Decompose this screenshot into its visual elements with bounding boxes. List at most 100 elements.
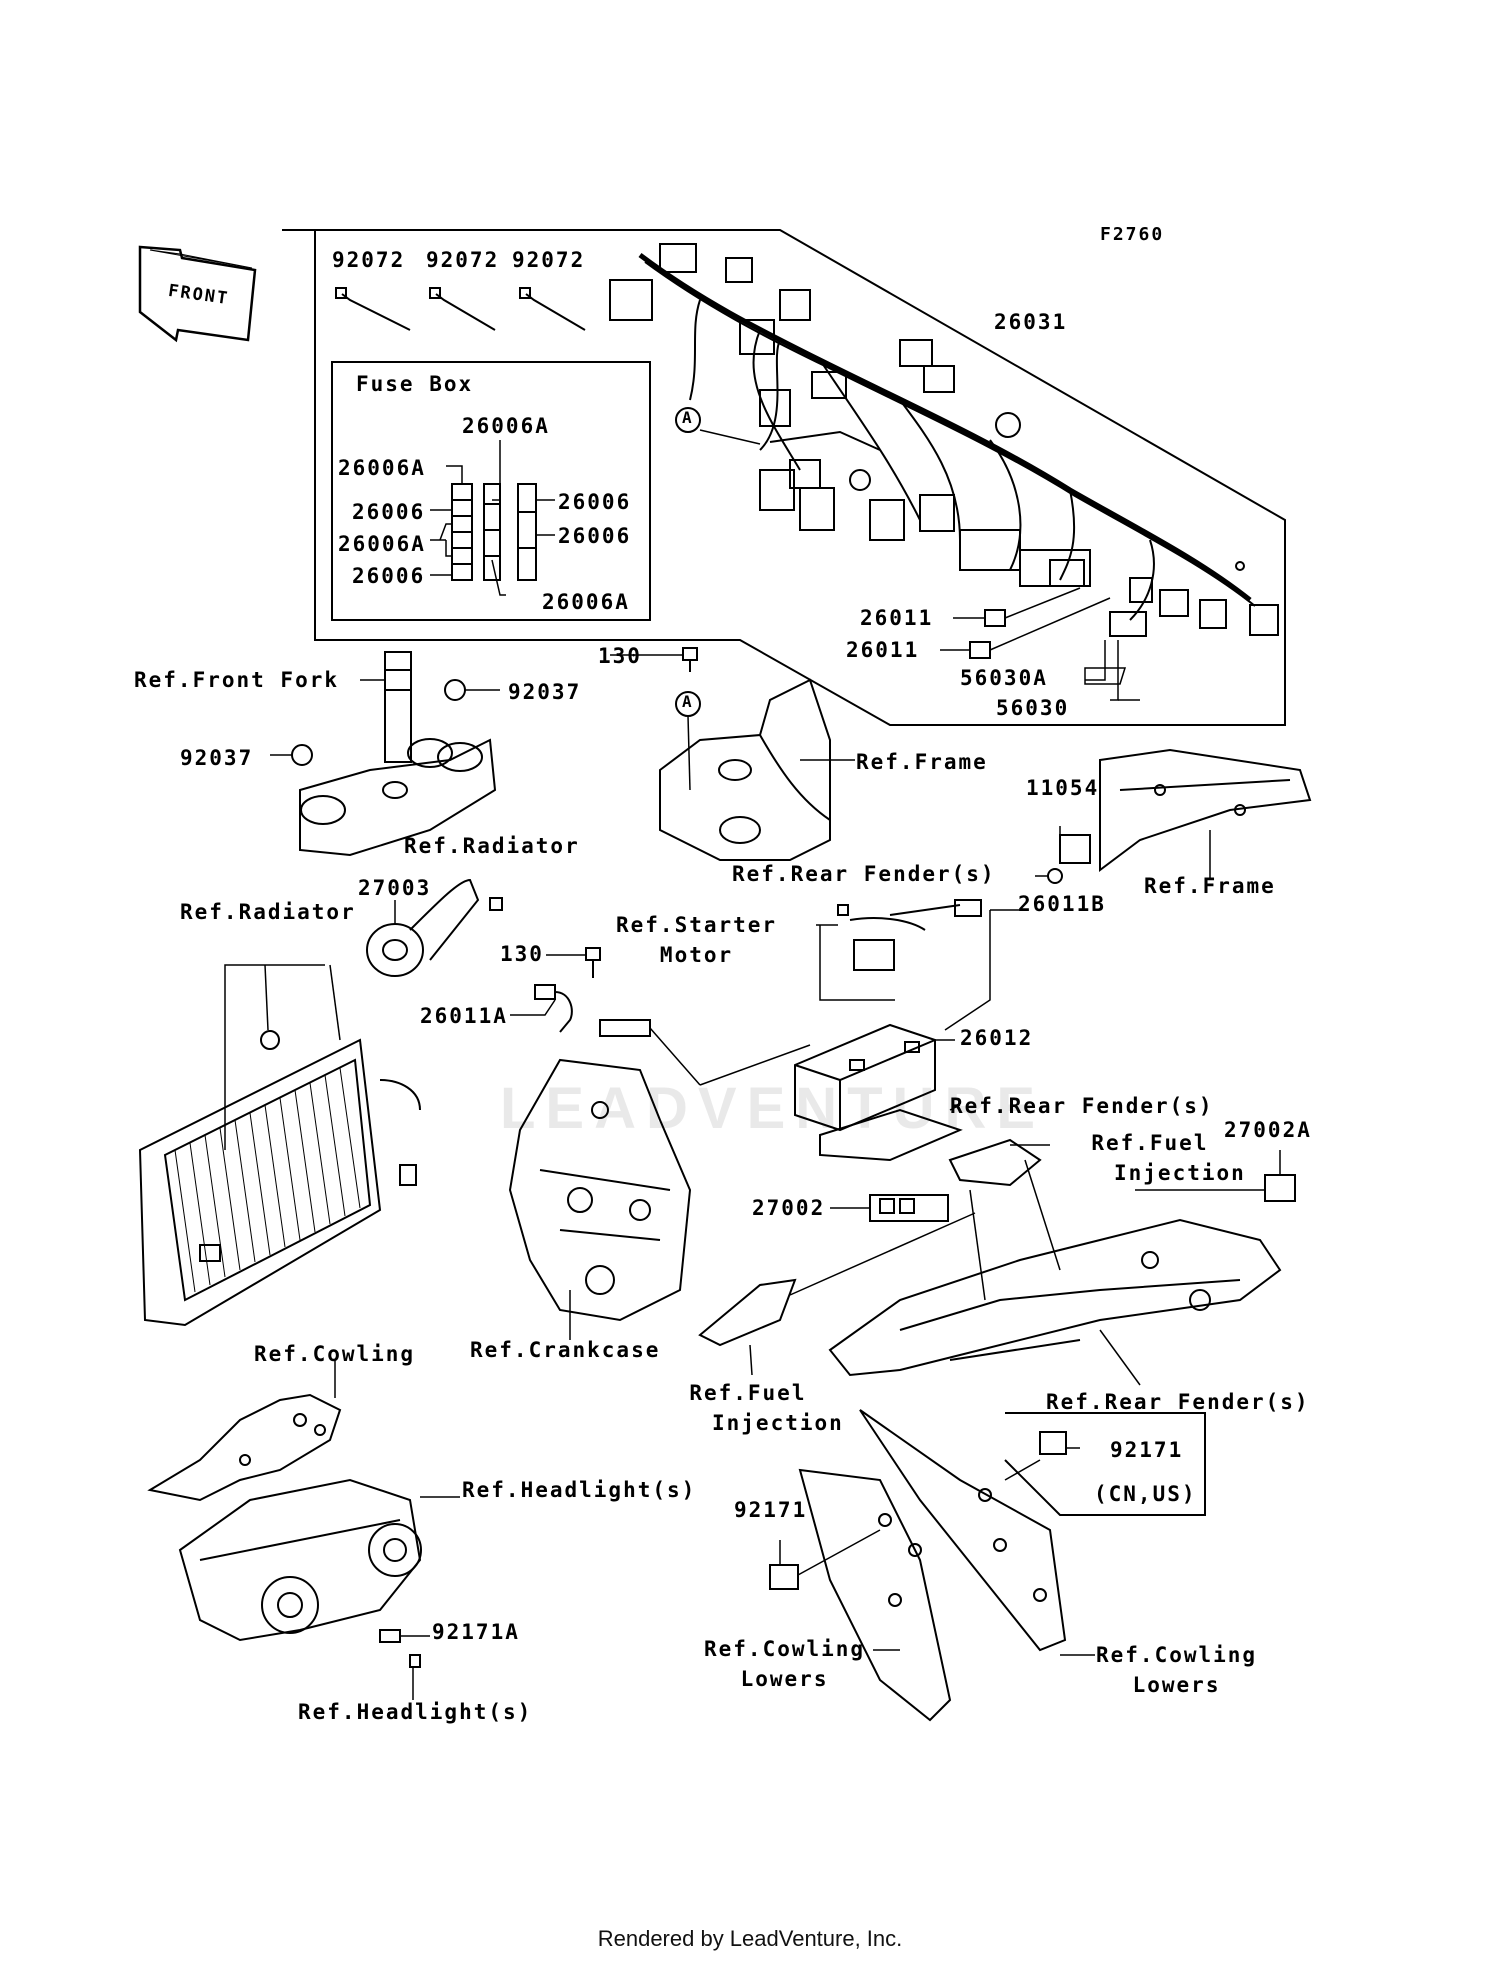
fuse-label: 26006A	[462, 414, 550, 438]
callout-26011: 26011	[860, 606, 934, 630]
callout-130: 130	[598, 644, 642, 668]
steering-stem	[299, 651, 497, 857]
battery-26012-icon	[794, 1023, 936, 1132]
starter-relay-26011b-icon	[837, 899, 982, 971]
radiator	[138, 1038, 421, 1327]
ref-frame: Ref.Frame	[1144, 874, 1276, 898]
ref-cowling-lowers: Ref.Cowling Lowers	[1096, 1640, 1257, 1700]
ref-rear-fender: Ref.Rear Fender(s)	[732, 862, 996, 886]
callout-26031: 26031	[994, 310, 1068, 334]
clip-92171a-icon	[379, 1629, 401, 1643]
ref-cowling: Ref.Cowling	[254, 1342, 416, 1366]
fuel-injection-line-1: Ref.Fuel	[689, 1381, 807, 1405]
callout-92171: 92171	[1110, 1438, 1184, 1462]
watermark: LEADVENTURE	[500, 1076, 1046, 1141]
bolt-130-icon	[585, 947, 601, 978]
headlight-assembly	[178, 1478, 422, 1642]
battery-tray	[819, 1108, 963, 1162]
ref-crankcase: Ref.Crankcase	[470, 1338, 661, 1362]
ref-radiator: Ref.Radiator	[180, 900, 356, 924]
fuse-box-title: Fuse Box	[356, 372, 474, 396]
bolt-130-icon	[682, 647, 698, 672]
clip-92171-icon	[769, 1564, 799, 1590]
harness-outline	[282, 229, 1286, 726]
ecu-27002-icon	[869, 1194, 949, 1222]
ref-rear-fender: Ref.Rear Fender(s)	[1046, 1390, 1310, 1414]
callout-56030: 56030	[996, 696, 1070, 720]
fuse-block-icon	[451, 483, 537, 581]
ref-a-label: A	[682, 408, 694, 427]
cn-us-box	[1004, 1412, 1206, 1516]
callout-26011: 26011	[846, 638, 920, 662]
ref-radiator: Ref.Radiator	[404, 834, 580, 858]
fuel-injection-line-2: Injection	[712, 1411, 844, 1435]
ref-fuel-injection: Ref.Fuel Injection	[1054, 1128, 1246, 1188]
cn-us-label: (CN,US)	[1094, 1482, 1197, 1506]
callout-130: 130	[500, 942, 544, 966]
ref-frame: Ref.Frame	[856, 750, 988, 774]
fuse-label: 26006A	[338, 532, 426, 556]
ref-headlight: Ref.Headlight(s)	[298, 1700, 533, 1724]
relay-27002a-icon	[1264, 1174, 1296, 1202]
callout-92072: 92072	[332, 248, 406, 272]
nut-92037-icon	[444, 679, 466, 701]
bracket-11054-icon	[1059, 834, 1091, 864]
cowling-lowers-line-1: Ref.Cowling	[1096, 1643, 1258, 1667]
callout-92171: 92171	[734, 1498, 808, 1522]
callout-27003: 27003	[358, 876, 432, 900]
wiring-harness-26031	[609, 243, 1279, 637]
starter-line-1: Ref.Starter	[616, 913, 778, 937]
fuse-label: 26006	[352, 500, 426, 524]
cowling-lowers-line-2: Lowers	[1132, 1673, 1221, 1697]
frame-center	[659, 678, 831, 861]
cowling-lowers-line-2: Lowers	[740, 1667, 829, 1691]
callout-92171a: 92171A	[432, 1620, 520, 1644]
cowling-lowers-line-1: Ref.Cowling	[704, 1637, 866, 1661]
ref-starter-motor: Ref.Starter Motor	[616, 910, 777, 970]
callout-92072: 92072	[512, 248, 586, 272]
ref-fuel-injection: Ref.Fuel Injection	[652, 1378, 844, 1438]
callout-27002a: 27002A	[1224, 1118, 1312, 1142]
ref-a-label: A	[682, 692, 694, 711]
starter-line-2: Motor	[659, 943, 734, 967]
fuse-label: 26006	[558, 524, 632, 548]
callout-92037: 92037	[508, 680, 582, 704]
ref-headlight: Ref.Headlight(s)	[462, 1478, 697, 1502]
cowling-bracket	[147, 1393, 342, 1502]
callout-26012: 26012	[960, 1026, 1034, 1050]
grommet-icon	[260, 1030, 280, 1050]
callout-11054: 11054	[1026, 776, 1100, 800]
callout-92037: 92037	[180, 746, 254, 770]
callout-26011a: 26011A	[420, 1004, 508, 1028]
bolt-icon	[489, 897, 503, 911]
bolt-icon	[1047, 868, 1063, 884]
clip-92171-icon	[1039, 1431, 1067, 1455]
screw-icon	[409, 1654, 421, 1668]
fuel-injection-line-2: Injection	[1114, 1161, 1246, 1185]
callout-26011b: 26011B	[1018, 892, 1106, 916]
callout-27002: 27002	[752, 1196, 826, 1220]
fuel-injection-line-1: Ref.Fuel	[1091, 1131, 1209, 1155]
fuse-label: 26006A	[542, 590, 630, 614]
fuse-label: 26006	[558, 490, 632, 514]
sensor-26011a-icon	[534, 984, 651, 1037]
fuse-label: 26006	[352, 564, 426, 588]
cowling-lower-left	[798, 1468, 952, 1722]
rear-fender	[828, 1218, 1282, 1377]
frame-right	[1099, 748, 1312, 872]
callout-92072: 92072	[426, 248, 500, 272]
fuse-label: 26006A	[338, 456, 426, 480]
diagram-code: F2760	[1100, 224, 1165, 245]
front-arrow-icon	[138, 245, 257, 343]
cowling-lower-right	[859, 1409, 1067, 1652]
cable-tie-icon	[335, 287, 586, 331]
connector-26011-icon	[984, 609, 1006, 627]
fuel-injection-part	[698, 1278, 797, 1347]
ref-front-fork: Ref.Front Fork	[134, 668, 340, 692]
ref-a-icon	[675, 407, 701, 433]
nut-92037-icon	[291, 744, 313, 766]
connector-26011-icon	[969, 641, 991, 659]
fuse-box-frame	[331, 361, 651, 621]
horn-27003-icon	[366, 878, 480, 977]
